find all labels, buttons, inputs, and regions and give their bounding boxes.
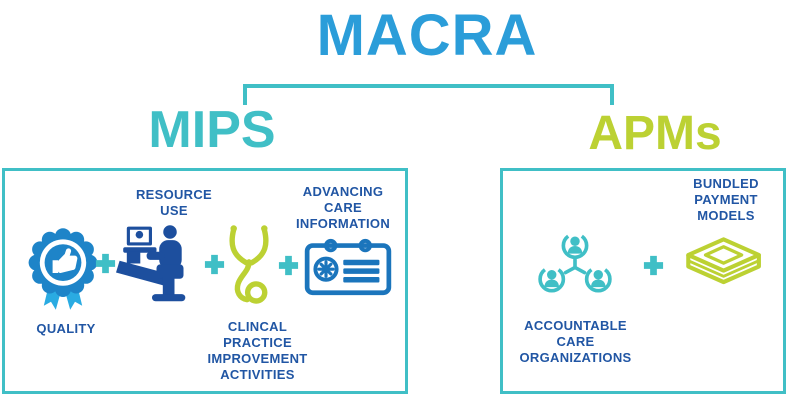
clinical-practice-label: CLINCAL PRACTICE IMPROVEMENT ACTIVITIES: [207, 319, 308, 382]
apms-branch-title: APMs: [588, 107, 722, 160]
award-badge-thumbs-up-icon: [28, 228, 98, 310]
money-stack-icon: [686, 237, 761, 285]
people-network-icon: [538, 232, 612, 293]
bundled-payment-label: BUNDLED PAYMENT MODELS: [693, 176, 759, 223]
plus-icon: [278, 255, 299, 276]
plus-icon: [643, 255, 664, 276]
stethoscope-icon: [229, 225, 269, 304]
mips-branch-title: MIPS: [148, 101, 276, 159]
accountable-care-label: ACCOUNTABLE CARE ORGANIZATIONS: [519, 318, 632, 365]
apms-panel: ACCOUNTABLE CARE ORGANIZATIONS BUNDLED P…: [500, 168, 786, 394]
advancing-care-label: ADVANCING CARE INFORMATION: [295, 184, 391, 231]
branch-bracket-line: [243, 84, 614, 105]
plus-icon: [95, 253, 116, 274]
quality-label: QUALITY: [36, 321, 96, 336]
page-title: MACRA: [316, 3, 538, 68]
person-exam-chair-computer-icon: [116, 225, 186, 302]
plus-icon: [204, 254, 225, 275]
resource-use-label: RESOURCE USE: [135, 187, 213, 218]
mips-panel: QUALITY RESOURCE USE: [2, 168, 408, 394]
health-record-card-icon: [304, 238, 392, 296]
